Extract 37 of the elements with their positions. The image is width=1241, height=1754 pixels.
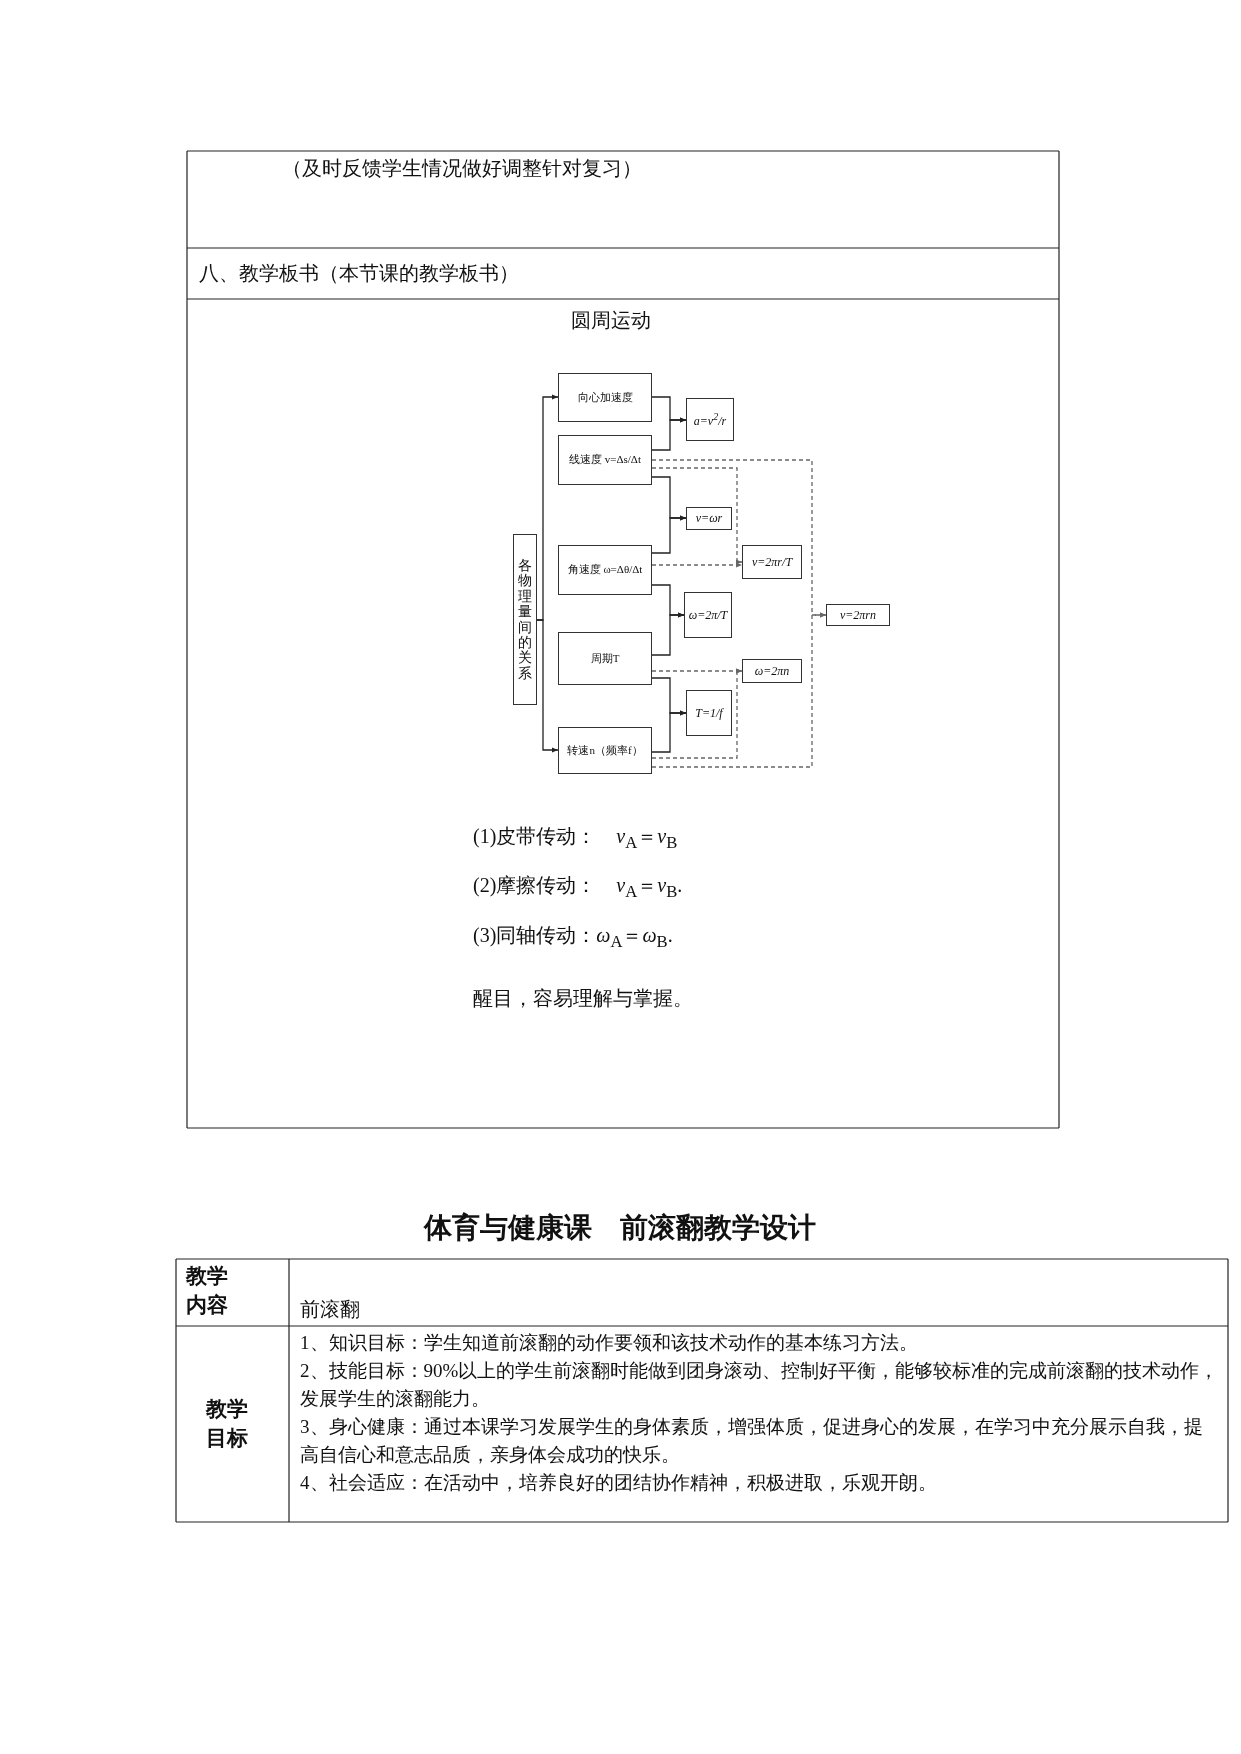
cell-text: （及时反馈学生情况做好调整针对复习） — [282, 156, 643, 181]
cell-text: 教学目标 — [206, 1396, 249, 1453]
cell-text: 4、社会适应：在活动中，培养良好的团结协作精神，积极进取，乐观开朗。 — [300, 1471, 938, 1495]
note-text: 醒目，容易理解与掌握。 — [473, 986, 694, 1011]
concept-box: 转速n（频率f） — [558, 727, 652, 774]
cell-text: 2、技能目标：90%以上的学生前滚翻时能做到团身滚动、控制好平衡，能够较标准的完成前滚翻的技术动作，发展学生的滚翻能力。 — [300, 1359, 1220, 1411]
formula-box: v=2πrn — [826, 604, 890, 626]
formula-box: a=v$^{2}$/r — [686, 398, 734, 441]
cell-text: 3、身心健康：通过本课学习发展学生的身体素质，增强体质，促进身心的发展，在学习中充分展示自我，提高自信心和意志品质，亲身体会成功的快乐。 — [300, 1415, 1204, 1467]
cell-text: 教学内容 — [186, 1263, 229, 1320]
formula-box: ω=2π/T — [684, 592, 732, 638]
section-heading: 八、教学板书（本节课的教学板书） — [199, 261, 520, 286]
concept-box: 角速度 ω=Δθ/Δt — [558, 545, 652, 595]
arrow — [651, 417, 687, 451]
dashed-arrow — [651, 562, 743, 568]
cell-text: 前滚翻 — [300, 1297, 361, 1322]
concept-box: 向心加速度 — [558, 373, 652, 422]
formula-box: ω=2πn — [742, 659, 802, 683]
page-title: 体育与健康课 前滚翻教学设计 — [422, 1211, 817, 1245]
dashed-arrow — [651, 668, 743, 759]
cell-text: 圆周运动 — [570, 308, 652, 333]
formula-box: v=2πr/T — [742, 545, 802, 579]
arrow — [651, 515, 687, 554]
concept-box: 线速度 v=Δs/Δt — [558, 435, 652, 485]
cell-text: 1、知识目标：学生知道前滚翻的动作要领和该技术动作的基本练习方法。 — [300, 1331, 919, 1355]
category-box: 各物理量间的关系 — [513, 534, 537, 705]
formula-text: (2)摩擦传动： v$_{A}$＝v$_{B}$. — [473, 873, 684, 903]
arrow — [536, 619, 559, 753]
concept-box: 周期T — [558, 632, 652, 685]
arrow — [651, 612, 685, 656]
dashed-arrow — [651, 612, 827, 768]
arrow — [651, 710, 687, 753]
formula-text: (3)同轴传动：ω$_{A}$＝ω$_{B}$. — [473, 923, 674, 953]
formula-box: T=1/f — [686, 690, 732, 736]
formula-box: v=ωr — [686, 507, 732, 530]
dashed-arrow — [651, 467, 743, 565]
formula-text: (1)皮带传动： v$_{A}$＝v$_{B}$ — [473, 824, 679, 854]
